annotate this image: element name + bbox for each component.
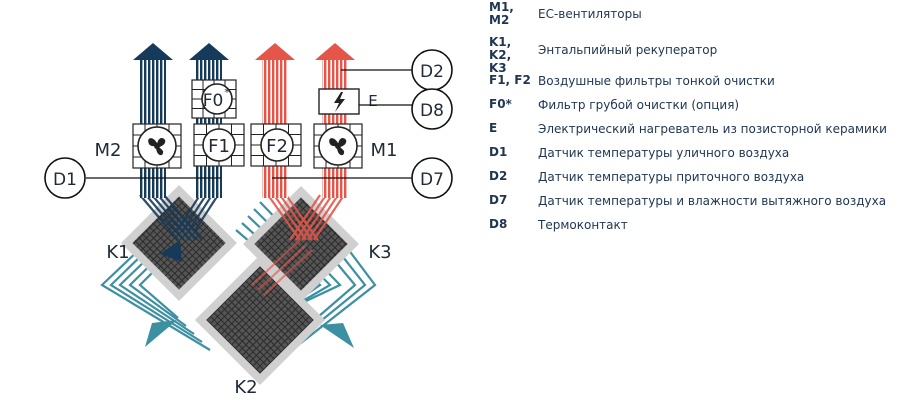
legend-key: D8 — [489, 217, 508, 231]
ventilation-diagram: F0 * F1 F2 M — [44, 43, 453, 398]
legend-key: D1 — [489, 145, 508, 159]
legend-desc: Энтальпийный рекуператор — [538, 43, 718, 57]
navy-flow-diagonal — [139, 194, 219, 241]
legend-key: F0* — [489, 97, 512, 111]
m2-fan — [132, 123, 182, 169]
f2-label: F2 — [266, 136, 288, 157]
f0-label: F0 — [203, 91, 224, 111]
k1-label: K1 — [106, 242, 129, 263]
legend-desc: Датчик температуры уличного воздуха — [538, 146, 790, 160]
f1-filter: F1 — [193, 123, 245, 167]
m2-label: M2 — [95, 140, 122, 161]
sensor-lines — [86, 69, 412, 179]
f2-filter: F2 — [250, 123, 302, 167]
sensor-d8: D8 — [411, 88, 453, 130]
red-arrow-up-right — [315, 43, 355, 60]
m1-label: M1 — [371, 140, 398, 161]
red-arrow-up-left — [255, 43, 295, 60]
d7-label: D7 — [420, 170, 444, 190]
fan-icon — [329, 138, 347, 156]
navy-arrow-up-right — [189, 43, 229, 60]
legend-key: D2 — [489, 169, 508, 183]
k2-label: K2 — [234, 377, 257, 398]
sensor-d7: D7 — [411, 157, 453, 199]
legend-desc: Электрический нагреватель из позисторной… — [538, 122, 887, 136]
legend-key: F1, F2 — [489, 73, 531, 87]
legend-desc: Термоконтакт — [538, 218, 628, 232]
fan-icon — [148, 138, 166, 156]
legend-desc: Датчик температуры и влажности вытяжного… — [538, 194, 887, 208]
legend-desc: ЕС-вентиляторы — [538, 7, 642, 21]
navy-arrow-k1 — [160, 240, 182, 262]
teal-arrow-right — [320, 323, 354, 348]
legend-key: M1,M2 — [489, 0, 514, 27]
legend-desc: Фильтр грубой очистки (опция) — [538, 98, 740, 112]
f1-label: F1 — [208, 136, 230, 157]
lightning-icon — [334, 92, 345, 112]
heater-e — [318, 88, 360, 115]
legend-key: K1, K2,K3 — [489, 35, 512, 75]
f0-filter: F0 * — [191, 79, 237, 119]
k3-label: K3 — [368, 242, 391, 263]
teal-arrow-left — [145, 320, 177, 347]
m1-fan — [313, 123, 363, 169]
d1-label: D1 — [53, 170, 77, 190]
legend-key: E — [489, 121, 498, 135]
legend-key: D7 — [489, 193, 508, 207]
e-label: E — [368, 92, 377, 110]
legend-desc: Датчик температуры приточного воздуха — [538, 170, 805, 184]
sensor-d2: D2 — [411, 49, 453, 91]
navy-arrow-up-left — [133, 43, 173, 60]
d2-label: D2 — [420, 62, 444, 82]
d8-label: D8 — [420, 101, 444, 121]
sensor-d1: D1 — [44, 157, 86, 199]
red-flow-diagonal — [251, 194, 345, 296]
f0-star: * — [224, 86, 230, 99]
legend-desc: Воздушные фильтры тонкой очистки — [538, 74, 775, 88]
